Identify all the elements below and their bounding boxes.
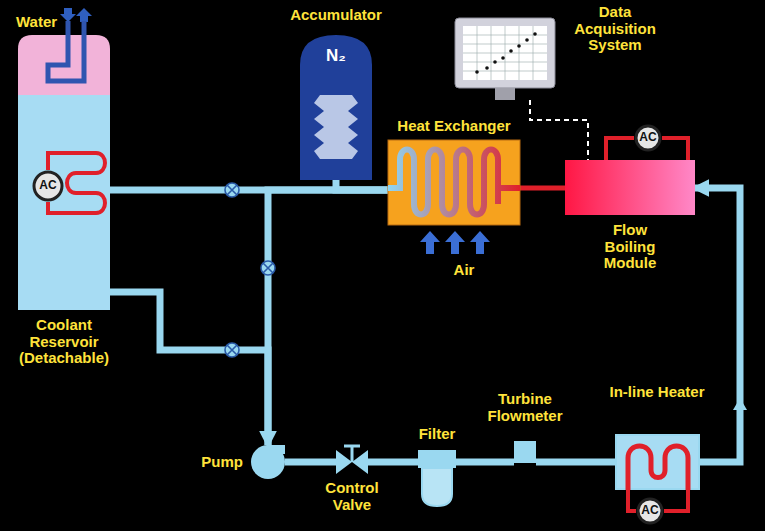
control-valve: Control Valve — [336, 450, 368, 474]
data-acquisition-monitor-shape-part — [509, 49, 513, 53]
component-label: Data Acquisition System — [565, 4, 665, 54]
accumulator-shape-part — [314, 95, 358, 159]
data-acquisition-monitor-shape-part — [533, 32, 537, 36]
component-label: Pump — [173, 454, 243, 471]
air-arrows-part — [470, 231, 490, 254]
data-acquisition-monitor-shape-part — [463, 26, 547, 80]
data-acquisition-monitor-shape-part — [463, 26, 547, 80]
coolant-pipe — [268, 190, 388, 445]
data-acquisition-monitor-shape-part — [495, 88, 515, 100]
coolant-pipe — [536, 459, 615, 466]
component-label: Turbine Flowmeter — [480, 391, 570, 424]
filter-shape-part — [418, 450, 456, 468]
data-acquisition-monitor-shape-part — [463, 26, 547, 80]
coolant-reservoir-shape — [18, 35, 110, 310]
ac-wires-part — [664, 490, 688, 511]
turbine-flowmeter: Turbine Flowmeter — [514, 441, 536, 463]
power-label: AC — [636, 497, 664, 525]
valve-symbols-part — [225, 343, 239, 357]
air-arrows-part — [445, 231, 465, 254]
water-arrows-part — [60, 8, 76, 22]
turbine-flowmeter-shape — [514, 441, 536, 463]
data-acquisition-monitor-shape-part — [463, 26, 547, 80]
component-label: Coolant Reservoir (Detachable) — [12, 317, 116, 367]
heat-exchanger: Heat Exchanger — [388, 140, 520, 225]
in-line-heater-shape-part — [628, 446, 688, 490]
valve-symbols-part — [263, 263, 273, 273]
pump: Pump — [251, 445, 285, 479]
air-arrows-part — [420, 231, 440, 254]
valve-symbols-part — [227, 185, 237, 195]
water-arrows — [60, 8, 92, 22]
heat-exchanger-shape — [388, 140, 520, 225]
in-line-heater: In-line Heater — [615, 434, 700, 490]
component-label: Filter — [407, 426, 467, 443]
data-acquisition-monitor-shape-part — [501, 56, 505, 60]
valve-symbols-part — [225, 183, 239, 197]
data-acquisition-monitor: Data Acquisition System — [455, 18, 555, 100]
control-valve-shape-part — [344, 446, 360, 462]
in-line-heater-shape — [615, 434, 700, 490]
coolant-reservoir: Coolant Reservoir (Detachable)AC — [18, 35, 110, 310]
data-acquisition-monitor-shape — [455, 18, 555, 100]
valve-symbols-part — [227, 345, 237, 355]
ac-wires-part — [662, 138, 688, 160]
medium-label: Air — [444, 262, 484, 279]
component-label: In-line Heater — [607, 384, 707, 401]
pump-shape-part — [268, 445, 285, 454]
coolant-reservoir-shape-part — [18, 95, 110, 310]
data-acquisition-monitor-shape-part — [463, 26, 547, 80]
component-label: Accumulator — [266, 7, 406, 24]
water-arrows-part — [76, 8, 92, 22]
power-wire — [606, 138, 634, 160]
coolant-pipe — [110, 292, 268, 445]
flow-arrow — [733, 398, 747, 410]
heat-exchanger-shape-part — [388, 140, 520, 225]
component-label: Heat Exchanger — [368, 118, 540, 135]
valve-symbols-part — [261, 261, 275, 275]
coolant-pipe — [368, 459, 418, 466]
filter: Filter — [418, 450, 456, 506]
power-wire — [628, 490, 636, 511]
component-label: N₂ — [300, 47, 372, 66]
component-label: Control Valve — [312, 480, 392, 513]
flow-boiling-module-shape — [565, 160, 695, 215]
heat-exchanger-shape-part — [388, 150, 520, 215]
coolant-pipe — [285, 459, 336, 466]
power-wire — [520, 186, 565, 191]
power-label: AC — [32, 170, 64, 202]
valve-symbols — [225, 183, 275, 357]
coolant-pipe — [695, 188, 740, 462]
turbine-flowmeter-shape-part — [514, 441, 536, 463]
filter-shape-part — [422, 468, 452, 506]
pump-shape — [251, 445, 285, 479]
air-arrows — [420, 231, 490, 254]
power-label: AC — [634, 124, 662, 152]
filter-shape — [418, 450, 456, 506]
data-acquisition-monitor-shape-part — [493, 60, 497, 64]
ac-power-circle: AC — [636, 497, 664, 525]
data-link — [530, 100, 588, 160]
data-acquisition-monitor-shape-part — [463, 26, 547, 80]
medium-label: Water — [16, 14, 64, 31]
in-line-heater-shape-part — [616, 435, 699, 489]
data-acquisition-monitor-shape-part — [485, 66, 489, 70]
control-valve-shape — [336, 450, 368, 474]
pump-shape-part — [251, 445, 285, 479]
coolant-pipe — [456, 459, 514, 466]
data-acquisition-monitor-shape-part — [517, 44, 521, 48]
flow-boiling-module: Flow Boiling Module — [565, 160, 695, 215]
data-acquisition-monitor-shape-part — [525, 38, 529, 42]
accumulator: AccumulatorN₂ — [300, 35, 372, 180]
ac-power-circle: AC — [634, 124, 662, 152]
accumulator-shape-part — [300, 35, 372, 180]
flow-boiling-module-shape-part — [565, 160, 695, 215]
data-acquisition-monitor-shape-part — [475, 70, 479, 74]
data-acquisition-monitor-shape-part — [455, 18, 555, 88]
component-label: Flow Boiling Module — [590, 222, 670, 272]
ac-power-circle: AC — [32, 170, 64, 202]
